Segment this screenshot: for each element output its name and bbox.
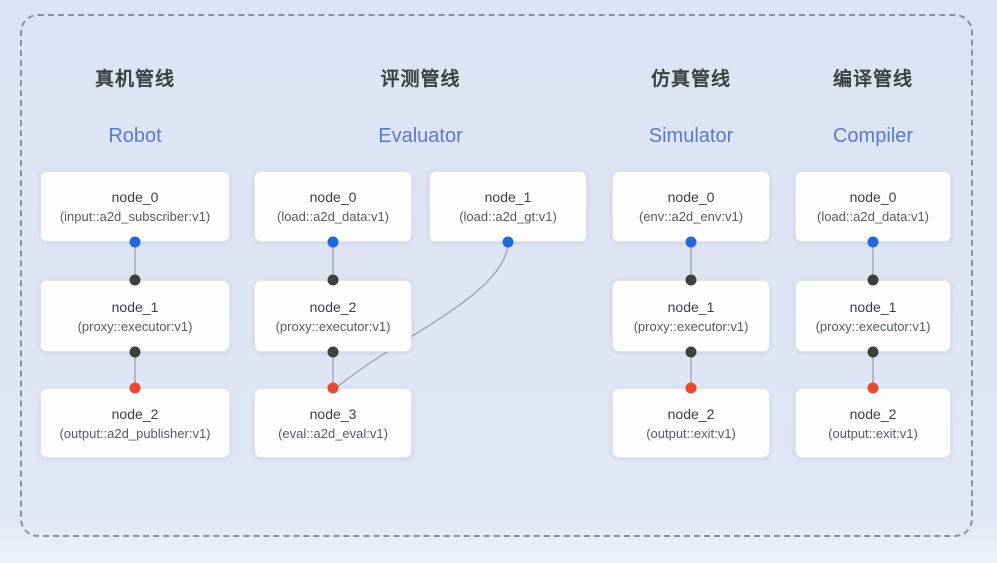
node-type: (output::exit:v1) [646,425,736,441]
red-port-dot [327,382,339,394]
node-type: (eval::a2d_eval:v1) [278,425,388,441]
dashed-border-frame [20,14,973,537]
red-port-dot [685,382,697,394]
node-name: node_1 [111,298,159,315]
red-port-dot [867,382,879,394]
node-card-evaluator-node1[interactable]: node_1 (load::a2d_gt:v1) [429,171,587,242]
black-port-dot [685,346,697,358]
node-card-compiler-node0[interactable]: node_0 (load::a2d_data:v1) [795,171,951,242]
node-type: (output::a2d_publisher:v1) [59,425,211,441]
node-type: (env::a2d_env:v1) [638,209,744,224]
red-port-dot [129,382,141,394]
blue-port-dot [327,236,339,248]
blue-port-dot [685,236,697,248]
node-card-simulator-node1[interactable]: node_1 (proxy::executor:v1) [612,280,770,352]
node-card-robot-node1[interactable]: node_1 (proxy::executor:v1) [40,280,230,352]
black-port-dot [327,346,339,358]
blue-port-dot [129,236,141,248]
node-card-evaluator-node0[interactable]: node_0 (load::a2d_data:v1) [254,171,412,242]
node-name: node_1 [849,298,897,315]
node-name: node_0 [309,189,357,205]
node-card-simulator-node0[interactable]: node_0 (env::a2d_env:v1) [612,171,770,242]
node-name: node_2 [111,405,159,422]
node-card-evaluator-node2[interactable]: node_2 (proxy::executor:v1) [254,280,412,352]
node-name: node_2 [309,298,357,315]
black-port-dot [867,346,879,358]
node-name: node_0 [667,189,715,205]
node-type: (proxy::executor:v1) [815,318,931,334]
pipeline-title-zh-compiler: 编译管线 [832,69,913,90]
node-name: node_0 [849,189,897,205]
node-card-compiler-node1[interactable]: node_1 (proxy::executor:v1) [795,280,951,352]
node-type: (load::a2d_data:v1) [276,209,390,224]
node-type: (load::a2d_gt:v1) [459,209,557,224]
pipeline-title-zh-simulator: 仿真管线 [650,69,731,90]
node-type: (load::a2d_data:v1) [816,209,930,224]
node-name: node_0 [111,189,159,205]
pipeline-title-en-simulator: Simulator [648,125,734,147]
node-card-evaluator-node3[interactable]: node_3 (eval::a2d_eval:v1) [254,388,412,458]
pipeline-title-zh-robot: 真机管线 [94,69,175,90]
node-card-robot-node0[interactable]: node_0 (input::a2d_subscriber:v1) [40,171,230,242]
node-name: node_1 [667,298,715,315]
edge-eval-n1-n3-curve [335,242,509,389]
pipeline-title-en-robot: Robot [108,125,162,147]
node-name: node_1 [484,189,532,205]
node-name: node_3 [309,405,357,422]
node-type: (proxy::executor:v1) [633,318,749,334]
pipeline-title-en-evaluator: Evaluator [378,125,463,147]
pipeline-title-zh-evaluator: 评测管线 [380,69,461,90]
blue-port-dot [867,236,879,248]
node-name: node_2 [667,405,715,422]
black-port-dot [685,274,697,286]
node-type: (proxy::executor:v1) [275,318,391,334]
node-type: (input::a2d_subscriber:v1) [59,209,211,224]
black-port-dot [327,274,339,286]
pipeline-title-en-compiler: Compiler [832,125,914,147]
node-card-simulator-node2[interactable]: node_2 (output::exit:v1) [612,388,770,458]
black-port-dot [129,346,141,358]
blue-port-dot [502,236,514,248]
node-name: node_2 [849,405,897,422]
node-card-robot-node2[interactable]: node_2 (output::a2d_publisher:v1) [40,388,230,458]
black-port-dot [867,274,879,286]
node-type: (proxy::executor:v1) [77,318,193,334]
black-port-dot [129,274,141,286]
node-card-compiler-node2[interactable]: node_2 (output::exit:v1) [795,388,951,458]
node-type: (output::exit:v1) [828,425,918,441]
